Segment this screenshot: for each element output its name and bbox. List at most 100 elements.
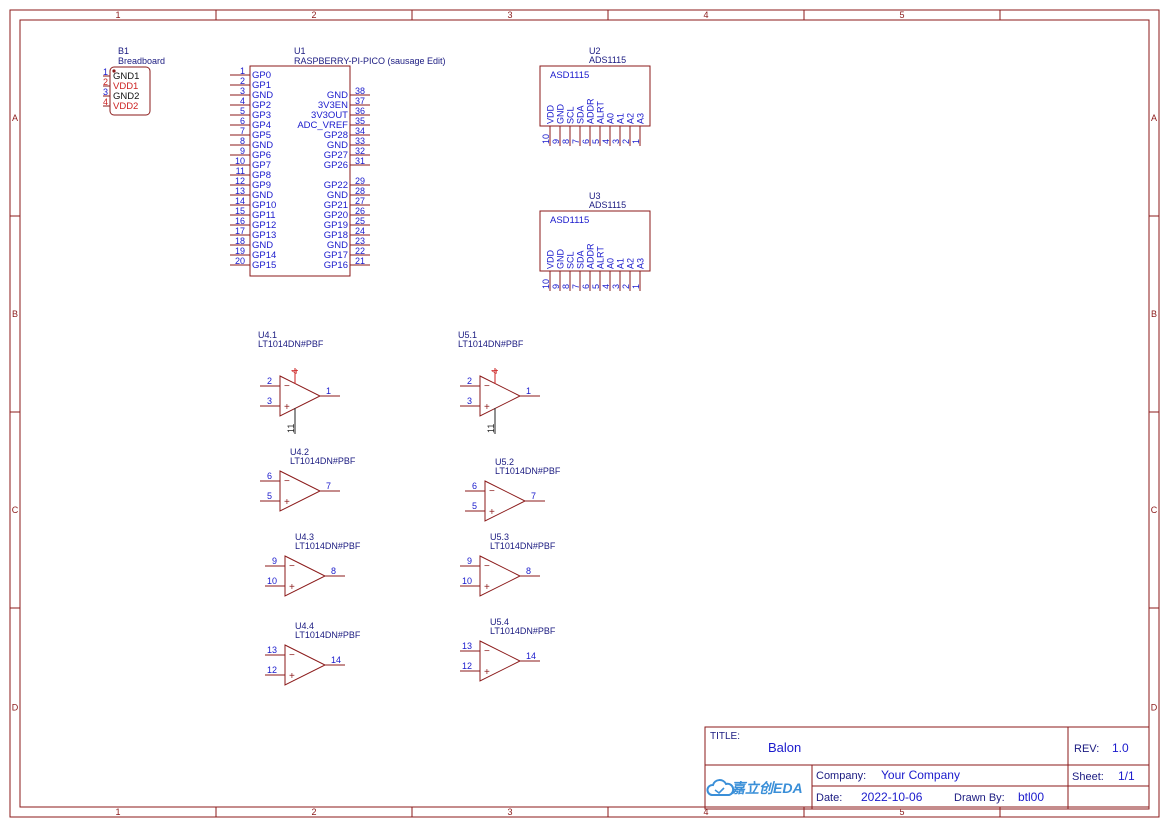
pin-name: 3V3OUT: [311, 110, 348, 121]
opamp-value: LT1014DN#PBF: [258, 339, 324, 349]
opamp-ref: U4.2: [290, 447, 309, 457]
pin-number: 25: [355, 216, 365, 226]
plus-sign: +: [284, 402, 290, 413]
pin-number: 1: [631, 284, 641, 289]
title-block: TITLE: Balon REV: 1.0 Company: Your Comp…: [704, 726, 1150, 810]
pin-name: GP2: [252, 100, 271, 111]
pin-name: GP14: [252, 250, 276, 261]
pin-number: 28: [355, 186, 365, 196]
pin-number: 4: [103, 97, 108, 107]
opamp-ref: U4.4: [295, 621, 314, 631]
date-label: Date:: [816, 792, 842, 804]
drawn-by-value: btl00: [1018, 790, 1044, 804]
pin-name: A0: [606, 258, 616, 269]
row-label: D: [1151, 703, 1158, 713]
outer-border: [9, 9, 1160, 818]
pin-name: GND: [556, 104, 566, 125]
pin-number: 9: [551, 139, 561, 144]
pin-name: A2: [626, 258, 636, 269]
pin-name: GND: [327, 90, 348, 101]
pin-number: 2: [240, 76, 245, 86]
pin-name: GND: [252, 240, 273, 251]
pin-number: 35: [355, 116, 365, 126]
minus-sign: −: [489, 486, 495, 497]
pin-number: 17: [235, 226, 245, 236]
pin-number: 7: [240, 126, 245, 136]
pin-number: 2: [621, 284, 631, 289]
pin-number: 14: [235, 196, 245, 206]
drawn-by-label: Drawn By:: [954, 792, 1005, 804]
pin-number: 15: [235, 206, 245, 216]
pin-name: A3: [636, 258, 646, 269]
pin-name: GP1: [252, 80, 271, 91]
pin-number: 11: [286, 424, 296, 433]
pin-number: 22: [355, 246, 365, 256]
opamp-triangle: [279, 470, 322, 512]
pin-number: 27: [355, 196, 365, 206]
pin-number: 3: [240, 86, 245, 96]
adc-label: ASD1115: [550, 70, 589, 81]
adc-value: ADS1115: [589, 55, 626, 65]
col-label: 1: [115, 807, 120, 817]
pin-number: 2: [467, 376, 472, 386]
title-value: Balon: [768, 740, 801, 755]
minus-sign: −: [284, 381, 290, 392]
company-label: Company:: [816, 770, 866, 782]
pin-name: ALRT: [596, 246, 606, 269]
pin-name: VDD1: [113, 81, 138, 92]
opamp-value: LT1014DN#PBF: [295, 630, 361, 640]
minus-sign: −: [289, 650, 295, 661]
pin-name: GND: [327, 140, 348, 151]
pin-name: GND2: [113, 91, 139, 102]
col-label: 5: [899, 807, 904, 817]
pin-name: GP17: [324, 250, 348, 261]
opamp-triangle: [279, 375, 322, 417]
row-label: D: [12, 703, 19, 713]
pin-number: 12: [267, 665, 277, 675]
title-block-border: [704, 726, 1150, 810]
pin-number: 13: [267, 645, 277, 655]
pin-number: 20: [235, 256, 245, 266]
pin-number: 9: [272, 556, 277, 566]
adc-u2[interactable]: U2ADS1115ASD1115VDD10GND9SCL8SDA7ADDR6AL…: [539, 46, 651, 146]
pin-name: GP9: [252, 180, 271, 191]
adc-u3[interactable]: U3ADS1115ASD1115VDD10GND9SCL8SDA7ADDR6AL…: [539, 191, 651, 291]
pin-name: GND: [327, 240, 348, 251]
pin-name: GND: [252, 190, 273, 201]
plus-sign: +: [289, 582, 295, 593]
opamp-triangle: [284, 555, 327, 597]
pin-name: ALRT: [596, 101, 606, 124]
pin-name: SCL: [566, 106, 576, 124]
pin-number: 8: [561, 284, 571, 289]
pin-number: 11: [236, 166, 245, 176]
pin-number: 36: [355, 106, 365, 116]
opamp-triangle: [284, 644, 327, 686]
pin-number: 2: [621, 139, 631, 144]
adc-label: ASD1115: [550, 215, 589, 226]
pin-name: A1: [616, 113, 626, 124]
pin-number: 21: [355, 256, 365, 266]
pin-name: GP10: [252, 200, 276, 211]
plus-sign: +: [484, 667, 490, 678]
pin-number: 4: [490, 369, 500, 374]
pin-number: 23: [355, 236, 365, 246]
pin-name: GP28: [324, 130, 348, 141]
pin-name: GP22: [324, 180, 348, 191]
pico-value: RASPBERRY-PI-PICO (sausage Edit): [294, 56, 446, 66]
pin-number: 1: [326, 386, 331, 396]
row-label: C: [1151, 505, 1158, 515]
adc-body: [539, 210, 651, 272]
opamp-ref: U5.4: [490, 617, 509, 627]
pin-number: 6: [267, 471, 272, 481]
